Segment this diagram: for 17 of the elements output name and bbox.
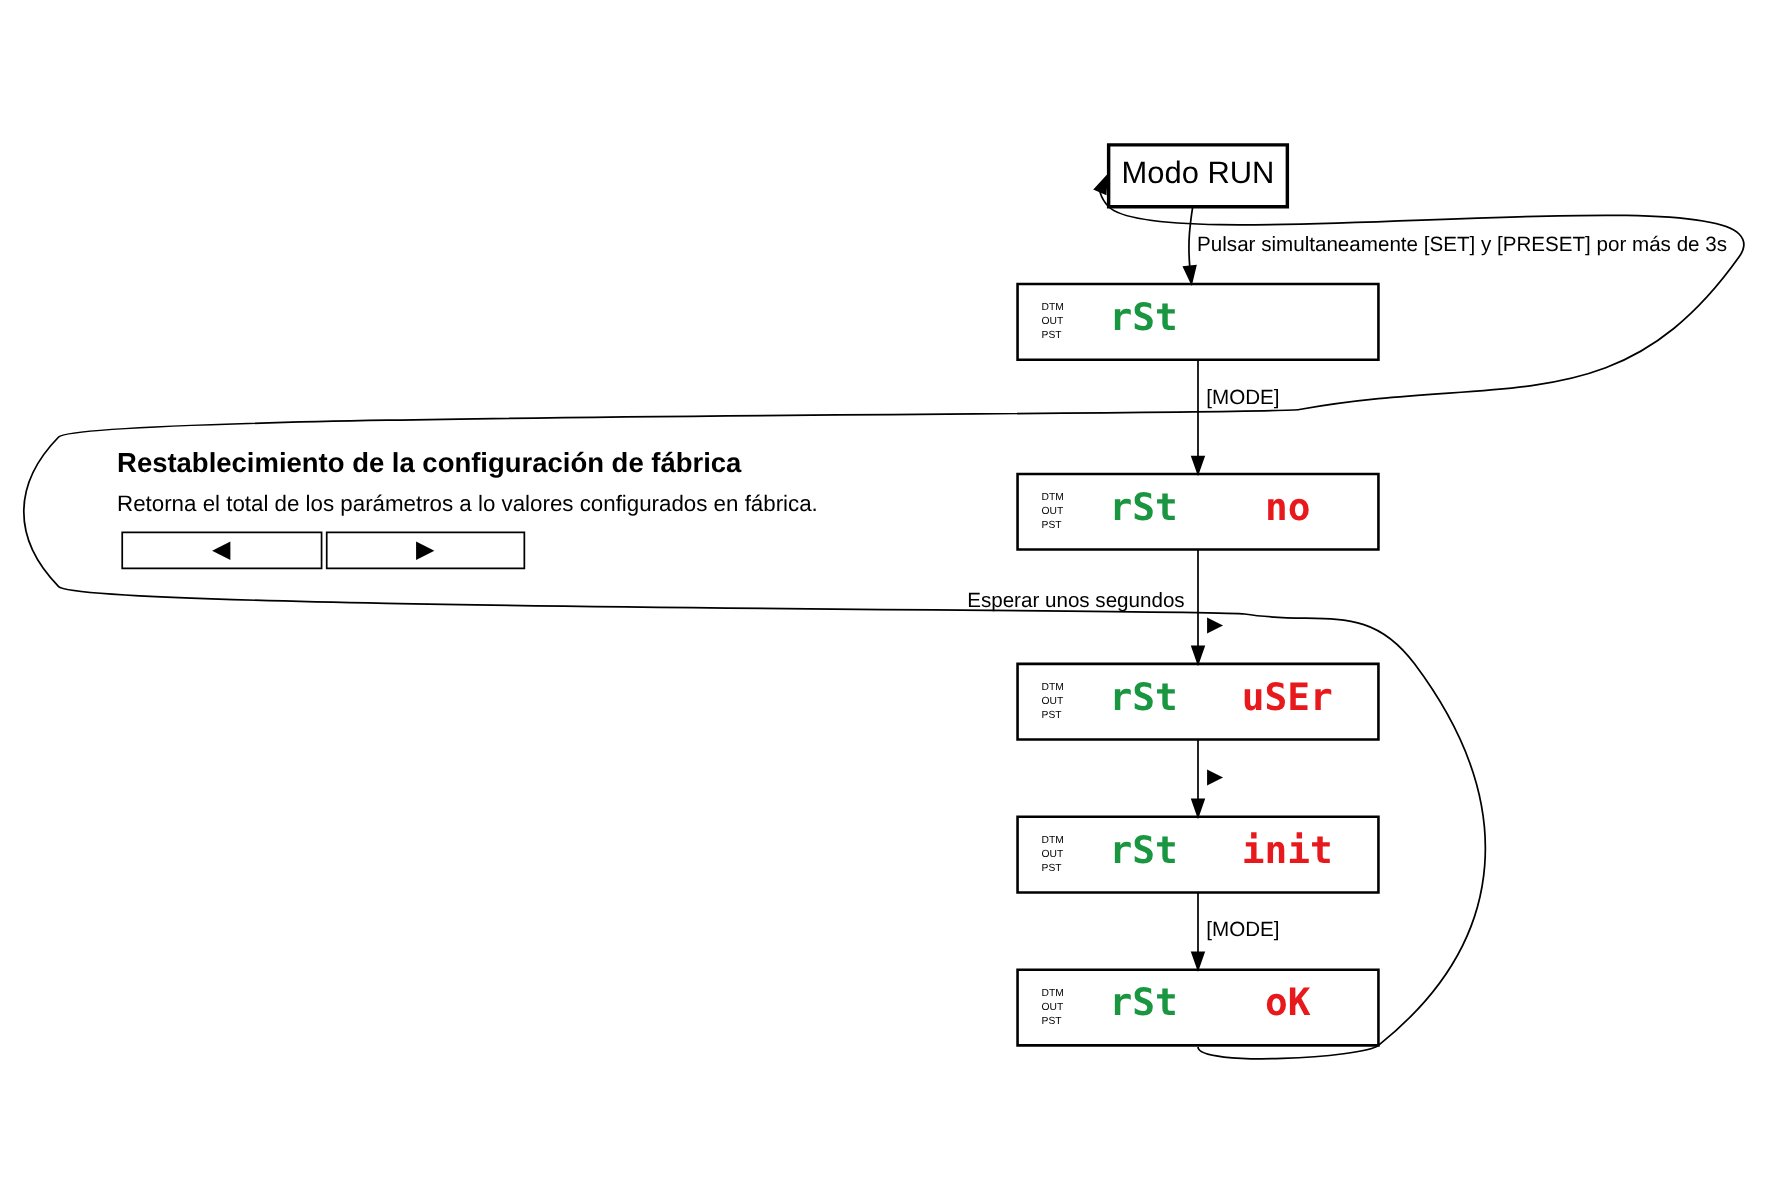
edge-label: Pulsar simultaneamente [SET] y [PRESET] por más de 3s	[1197, 234, 1728, 257]
label: ▶	[416, 534, 435, 563]
label: Restablecimiento de la configuración de fábrica	[117, 447, 742, 478]
arrow	[1190, 359, 1206, 477]
label: ◀	[212, 534, 231, 563]
edge-label: Esperar unos segundos	[967, 590, 1185, 613]
edge-label: ▶	[1207, 767, 1224, 790]
node-box: Modo RUN	[1106, 143, 1290, 209]
arrow	[1190, 549, 1206, 667]
label: Retorna el total de los parámetros a lo valores configurados en fábrica.	[117, 492, 818, 517]
arrow	[1190, 891, 1206, 973]
arrow	[1190, 738, 1206, 820]
arrow	[22, 173, 1745, 1060]
edge-label: [MODE]	[1206, 920, 1280, 943]
edge-label: ▶	[1207, 614, 1224, 637]
arrow	[1182, 206, 1197, 286]
edge-label: [MODE]	[1206, 387, 1280, 410]
